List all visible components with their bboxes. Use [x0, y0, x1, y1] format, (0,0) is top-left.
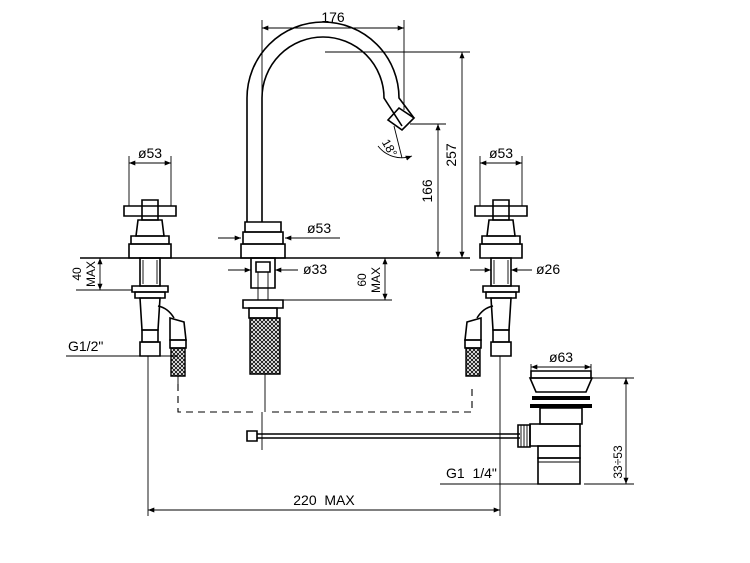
dimension-labels: 176 257 166 18° ø53 ø53 ø53 ø33 ø26 40 M…	[68, 9, 625, 508]
dimension-lines	[66, 20, 634, 516]
dim-left-inlet-thread: G1/2"	[68, 338, 103, 354]
dim-right-handle-diameter: ø53	[489, 145, 513, 161]
dim-outlet-height: 166	[419, 179, 435, 203]
dim-spout-angle: 18°	[379, 137, 400, 160]
left-valve	[124, 200, 186, 384]
dim-left-handle-diameter: ø53	[138, 145, 162, 161]
dim-spout-deck-max: MAX	[369, 267, 383, 293]
dim-left-deck-thickness: 40	[70, 267, 84, 281]
hidden-connections	[178, 384, 472, 412]
popup-rod	[247, 412, 530, 450]
dim-waste-diameter: ø63	[549, 349, 573, 365]
dim-spout-base-diameter: ø53	[307, 220, 331, 236]
dim-spout-deck-thickness: 60	[355, 273, 369, 287]
dim-overall-width: 220 MAX	[293, 492, 355, 508]
waste-assembly	[530, 371, 592, 484]
spout	[241, 22, 414, 412]
right-valve	[465, 200, 527, 422]
dim-right-shank-diameter: ø26	[536, 261, 560, 277]
dim-waste-thread: G1 1/4"	[446, 465, 497, 481]
dim-left-deck-max: MAX	[84, 261, 98, 287]
dim-spout-reach: 176	[321, 9, 345, 25]
dim-spout-height: 257	[443, 143, 459, 167]
dim-spout-shank-diameter: ø33	[303, 261, 327, 277]
dim-waste-range: 33÷53	[611, 445, 625, 479]
